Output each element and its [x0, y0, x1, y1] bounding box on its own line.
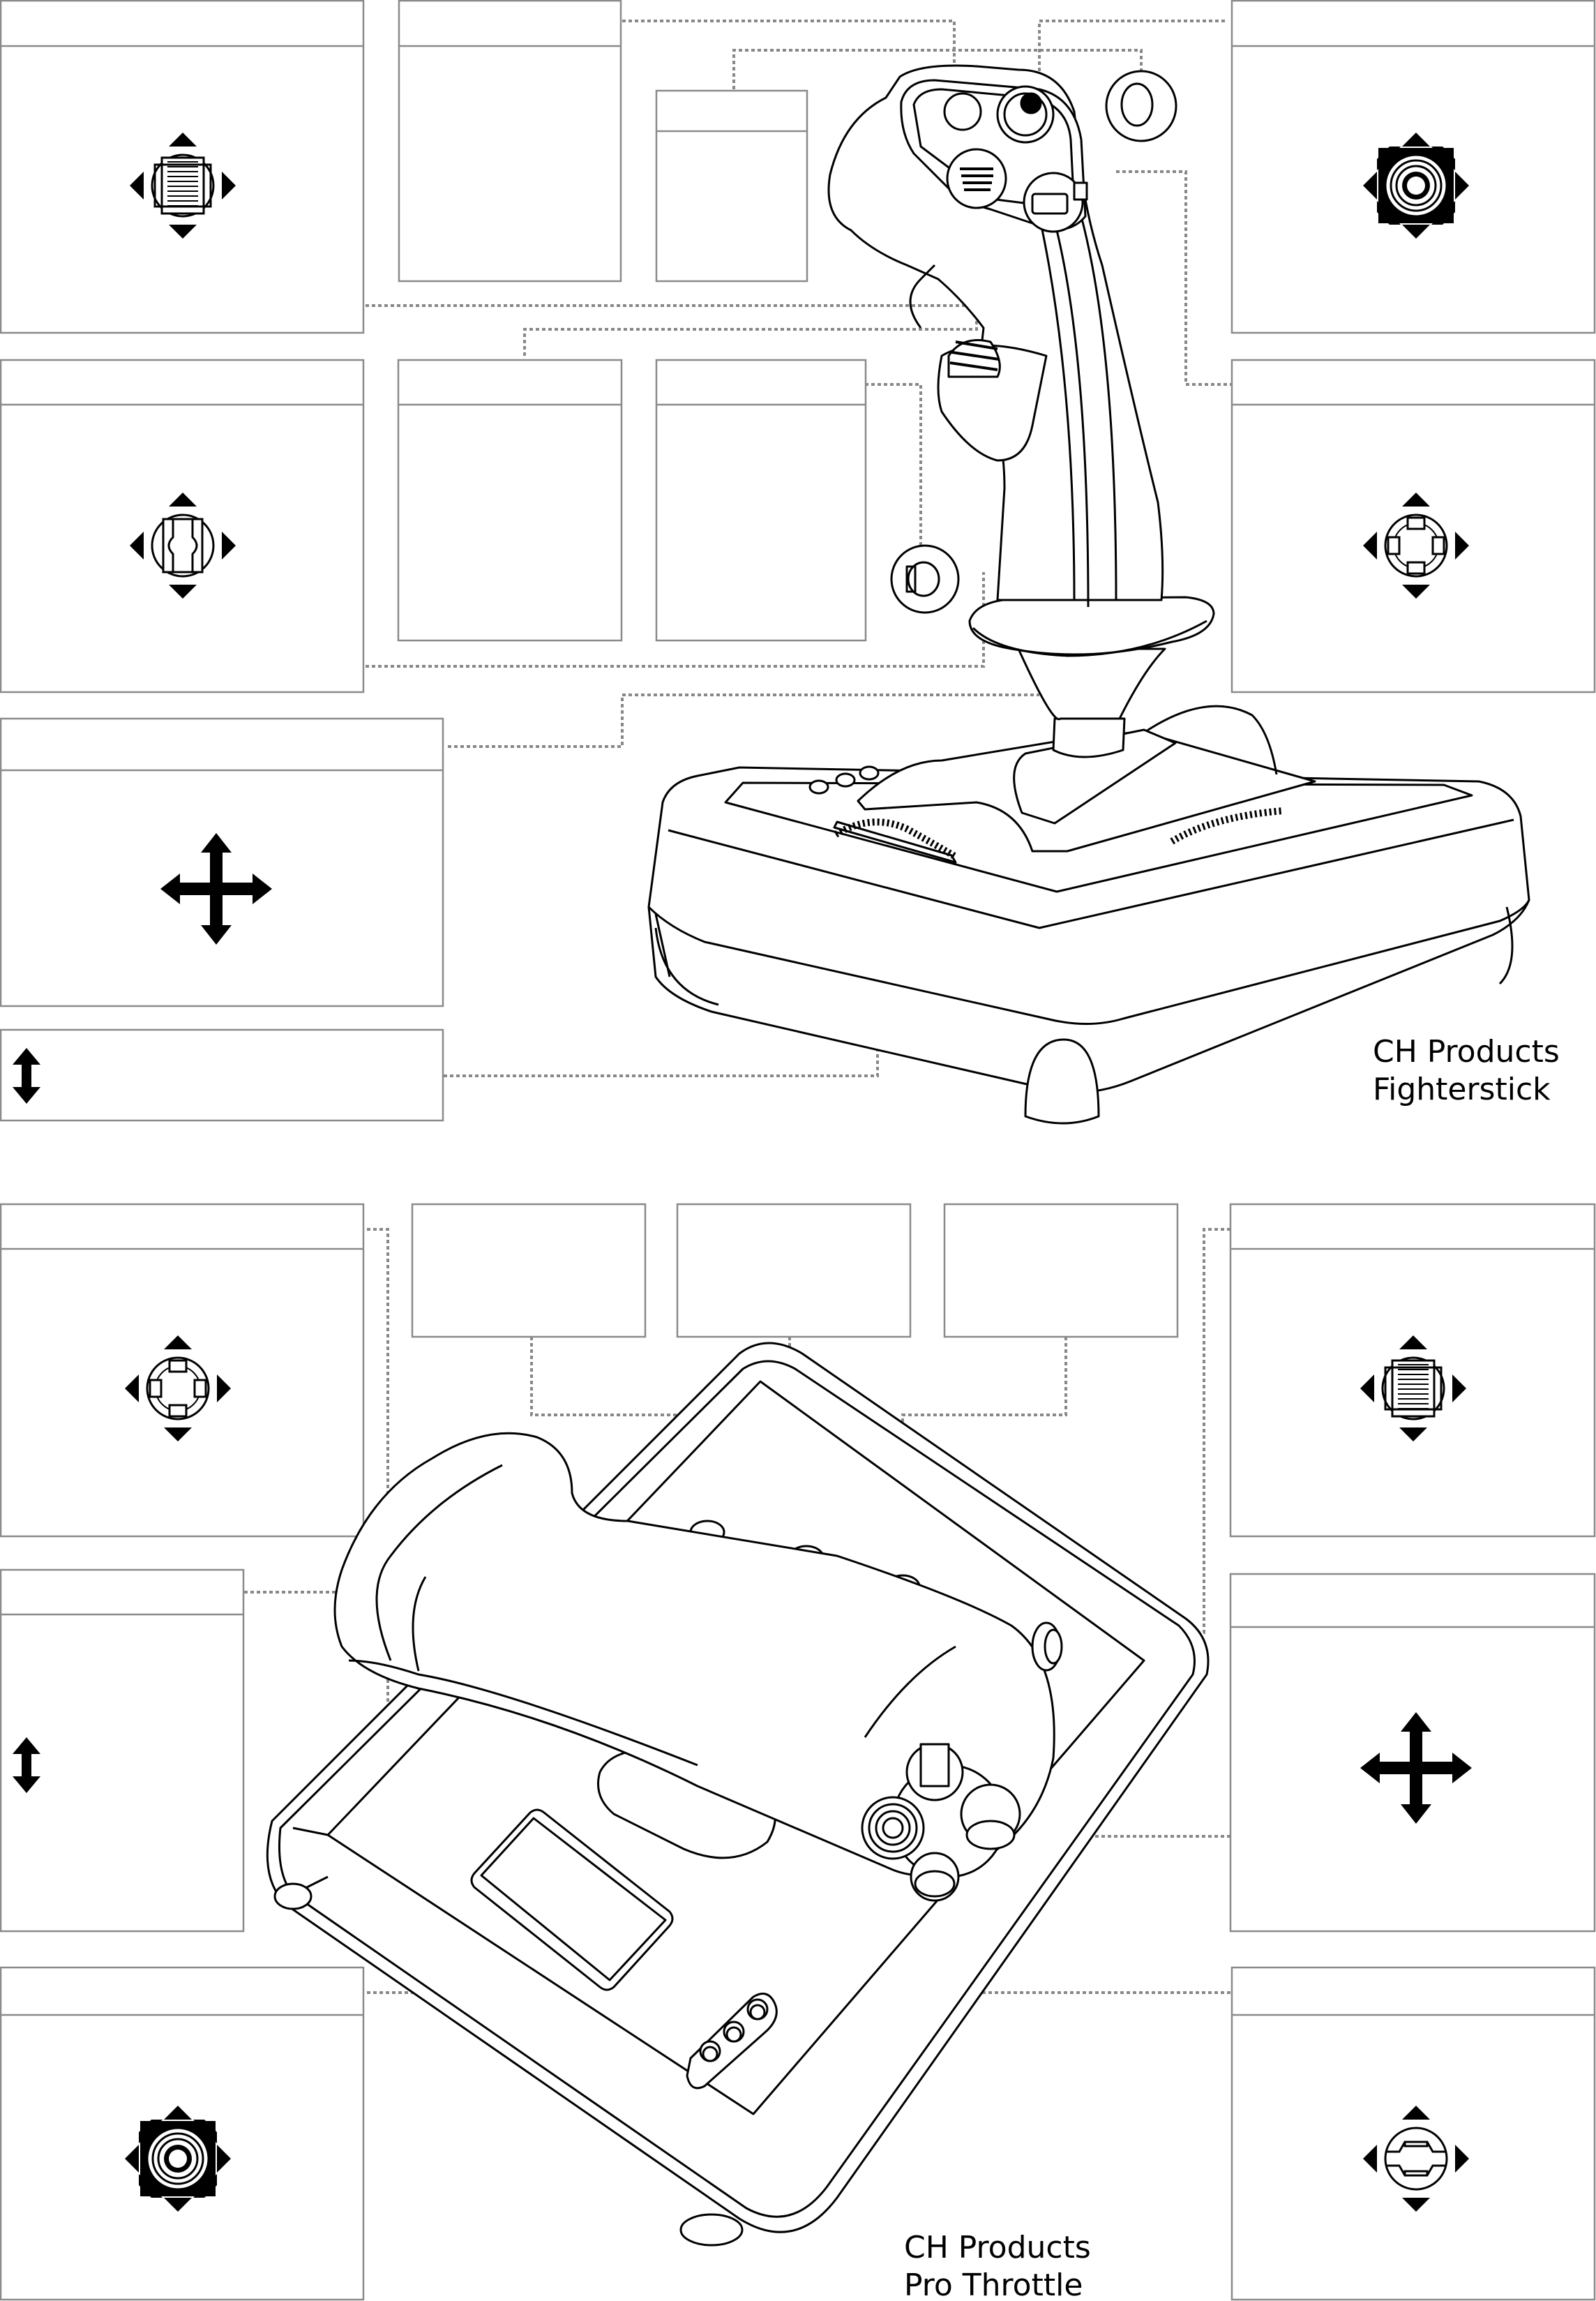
fighterstick-panel-throttle-wheel [0, 1028, 444, 1122]
fighterstick-name-line2: Fighterstick [1373, 1072, 1551, 1107]
fighterstick-panel-button-mid-1 [397, 359, 623, 642]
fighterstick-name-line1: CH Products [1373, 1034, 1560, 1070]
hat-8way-ringed-icon [1363, 133, 1469, 239]
pro-throttle-illustration [266, 1342, 1210, 2247]
pro-throttle-name-line2: Pro Throttle [904, 2268, 1083, 2301]
fighterstick-panel-button-mid-2 [655, 359, 867, 642]
fighterstick-illustration [647, 64, 1530, 1125]
throttle-panel-button-a [411, 1203, 647, 1338]
throttle-panel-button-b [676, 1203, 912, 1338]
pro-throttle-name-line1: CH Products [904, 2230, 1091, 2265]
throttle-panel-throttle-axis [0, 1568, 245, 1933]
hat-8way-ringed-icon [125, 2106, 231, 2212]
fighterstick-panel-button-top-2 [655, 89, 808, 283]
fighterstick-panel-button-top-1 [398, 0, 622, 283]
throttle-panel-button-c [943, 1203, 1179, 1338]
